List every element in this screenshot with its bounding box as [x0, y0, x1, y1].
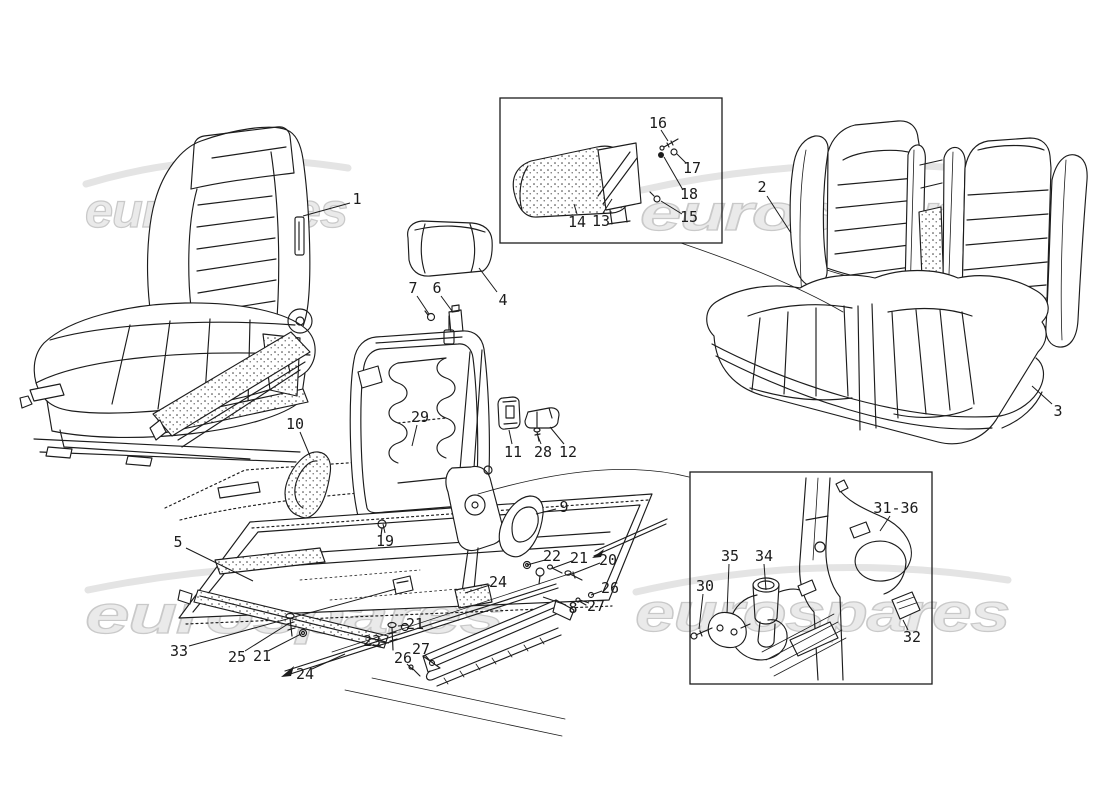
leader-line-18-17: [663, 156, 684, 191]
leader-line-22-21: [526, 559, 546, 566]
part-label-21-36: 21: [253, 647, 271, 665]
leader-line-32-31: [902, 619, 909, 631]
part-label-35-34: 35: [721, 547, 739, 565]
part-label-32-31: 32: [903, 628, 921, 646]
watermark-swoosh-3: [632, 564, 1012, 596]
leader-line-11-10: [508, 429, 513, 445]
part-label-6-5: 6: [432, 279, 441, 297]
line-art: [19, 120, 1088, 737]
leader-line-9-8: [535, 508, 557, 515]
leader-line-19-18: [382, 523, 386, 534]
leader-line-24-37: [311, 653, 346, 670]
leader-line-4-3: [478, 267, 498, 293]
part-label-21-20: 21: [570, 549, 588, 567]
part-label-13-12: 13: [592, 212, 610, 230]
part-label-11-10: 11: [504, 443, 522, 461]
leader-line-15-14: [660, 200, 683, 215]
leader-line-16-15: [660, 129, 669, 142]
leader-line-12-11: [549, 426, 565, 445]
part-label-26-38: 26: [394, 649, 412, 667]
part-label-24-37: 24: [296, 665, 314, 683]
part-label-29-28: 29: [411, 408, 429, 426]
part-label-24-23: 24: [489, 573, 507, 591]
part-label-19-18: 19: [376, 532, 394, 550]
leader-line-21-36: [267, 633, 302, 652]
leader-line-25-24: [244, 623, 289, 652]
leader-line-34-33: [763, 563, 767, 591]
seat-frame-illustration: [149, 315, 653, 625]
part-label-33-32: 33: [170, 642, 188, 660]
part-label-5-4: 5: [173, 533, 182, 551]
part-label-20-19: 20: [599, 551, 617, 569]
part-label-28-27: 28: [534, 443, 552, 461]
part-label-22-21: 22: [543, 547, 561, 565]
leader-line-26-25: [590, 590, 603, 596]
leader-line-5-4: [185, 547, 254, 582]
leader-line-2-1: [766, 195, 792, 234]
leader-line-33-32: [188, 588, 397, 647]
part-label-17-16: 17: [683, 159, 701, 177]
part-label-4-3: 4: [498, 291, 507, 309]
leader-line-17-16: [676, 153, 687, 164]
leader-line-27-39: [424, 654, 432, 663]
leader-line-29-28: [411, 424, 418, 447]
part-label-30-29: 30: [696, 577, 714, 595]
motor-inset-content: [477, 469, 921, 681]
part-label-16-15: 16: [649, 114, 667, 132]
part-label-9-8: 9: [559, 498, 568, 516]
rear-cushion-illustration: [706, 269, 1049, 445]
leader-line-14-13: [573, 203, 578, 215]
headrest-illustration: [407, 220, 493, 277]
leader-line-7-6: [416, 295, 430, 315]
leader-line-30-29: [698, 593, 704, 630]
part-label-12-11: 12: [559, 443, 577, 461]
leader-line-3-2: [1031, 385, 1053, 405]
leader-line-27-26: [579, 599, 590, 604]
inset-box-seat-motor-detail: [689, 471, 933, 685]
leader-line-20-19: [571, 562, 601, 575]
part-label-34-33: 34: [755, 547, 773, 565]
part-label-1-0: 1: [352, 190, 361, 208]
leader-line-10-9: [299, 431, 311, 457]
part-label-8-7: 8: [568, 599, 577, 617]
part-label-14-13: 14: [568, 213, 586, 231]
leader-line-21-20: [552, 560, 573, 569]
leader-line-21-35: [397, 624, 409, 627]
part-label-3-2: 3: [1053, 402, 1062, 420]
part-label-2-1: 2: [757, 178, 766, 196]
armrest-inset-content: [512, 138, 844, 313]
part-label-27-39: 27: [412, 640, 430, 658]
part-label-31-36-30: 31-36: [873, 499, 918, 517]
part-label-18-17: 18: [680, 185, 698, 203]
part-label-25-24: 25: [228, 648, 246, 666]
leader-line-23-22: [379, 641, 390, 644]
leader-line-35-34: [726, 563, 730, 614]
part-label-27-26: 27: [587, 597, 605, 615]
part-label-21-35: 21: [406, 615, 424, 633]
inset-boxes: [499, 97, 933, 685]
leader-line-6-5: [440, 295, 453, 312]
leader-line-26-38: [406, 663, 414, 671]
leader-line-24-23: [464, 584, 491, 594]
slide-rails-illustration: [177, 518, 668, 737]
inset-box-armrest-detail: [499, 97, 723, 244]
leader-line-13-12: [602, 198, 613, 214]
part-label-23-22: 23: [363, 632, 381, 650]
leader-line-28-27: [537, 435, 542, 445]
leader-line-8-7: [542, 596, 567, 606]
part-label-7-6: 7: [408, 279, 417, 297]
part-label-15-14: 15: [680, 208, 698, 226]
leader-line-31-36-30: [879, 515, 891, 532]
part-label-10-9: 10: [286, 415, 304, 433]
leader-line-1-0: [302, 202, 351, 217]
part-label-26-25: 26: [601, 579, 619, 597]
